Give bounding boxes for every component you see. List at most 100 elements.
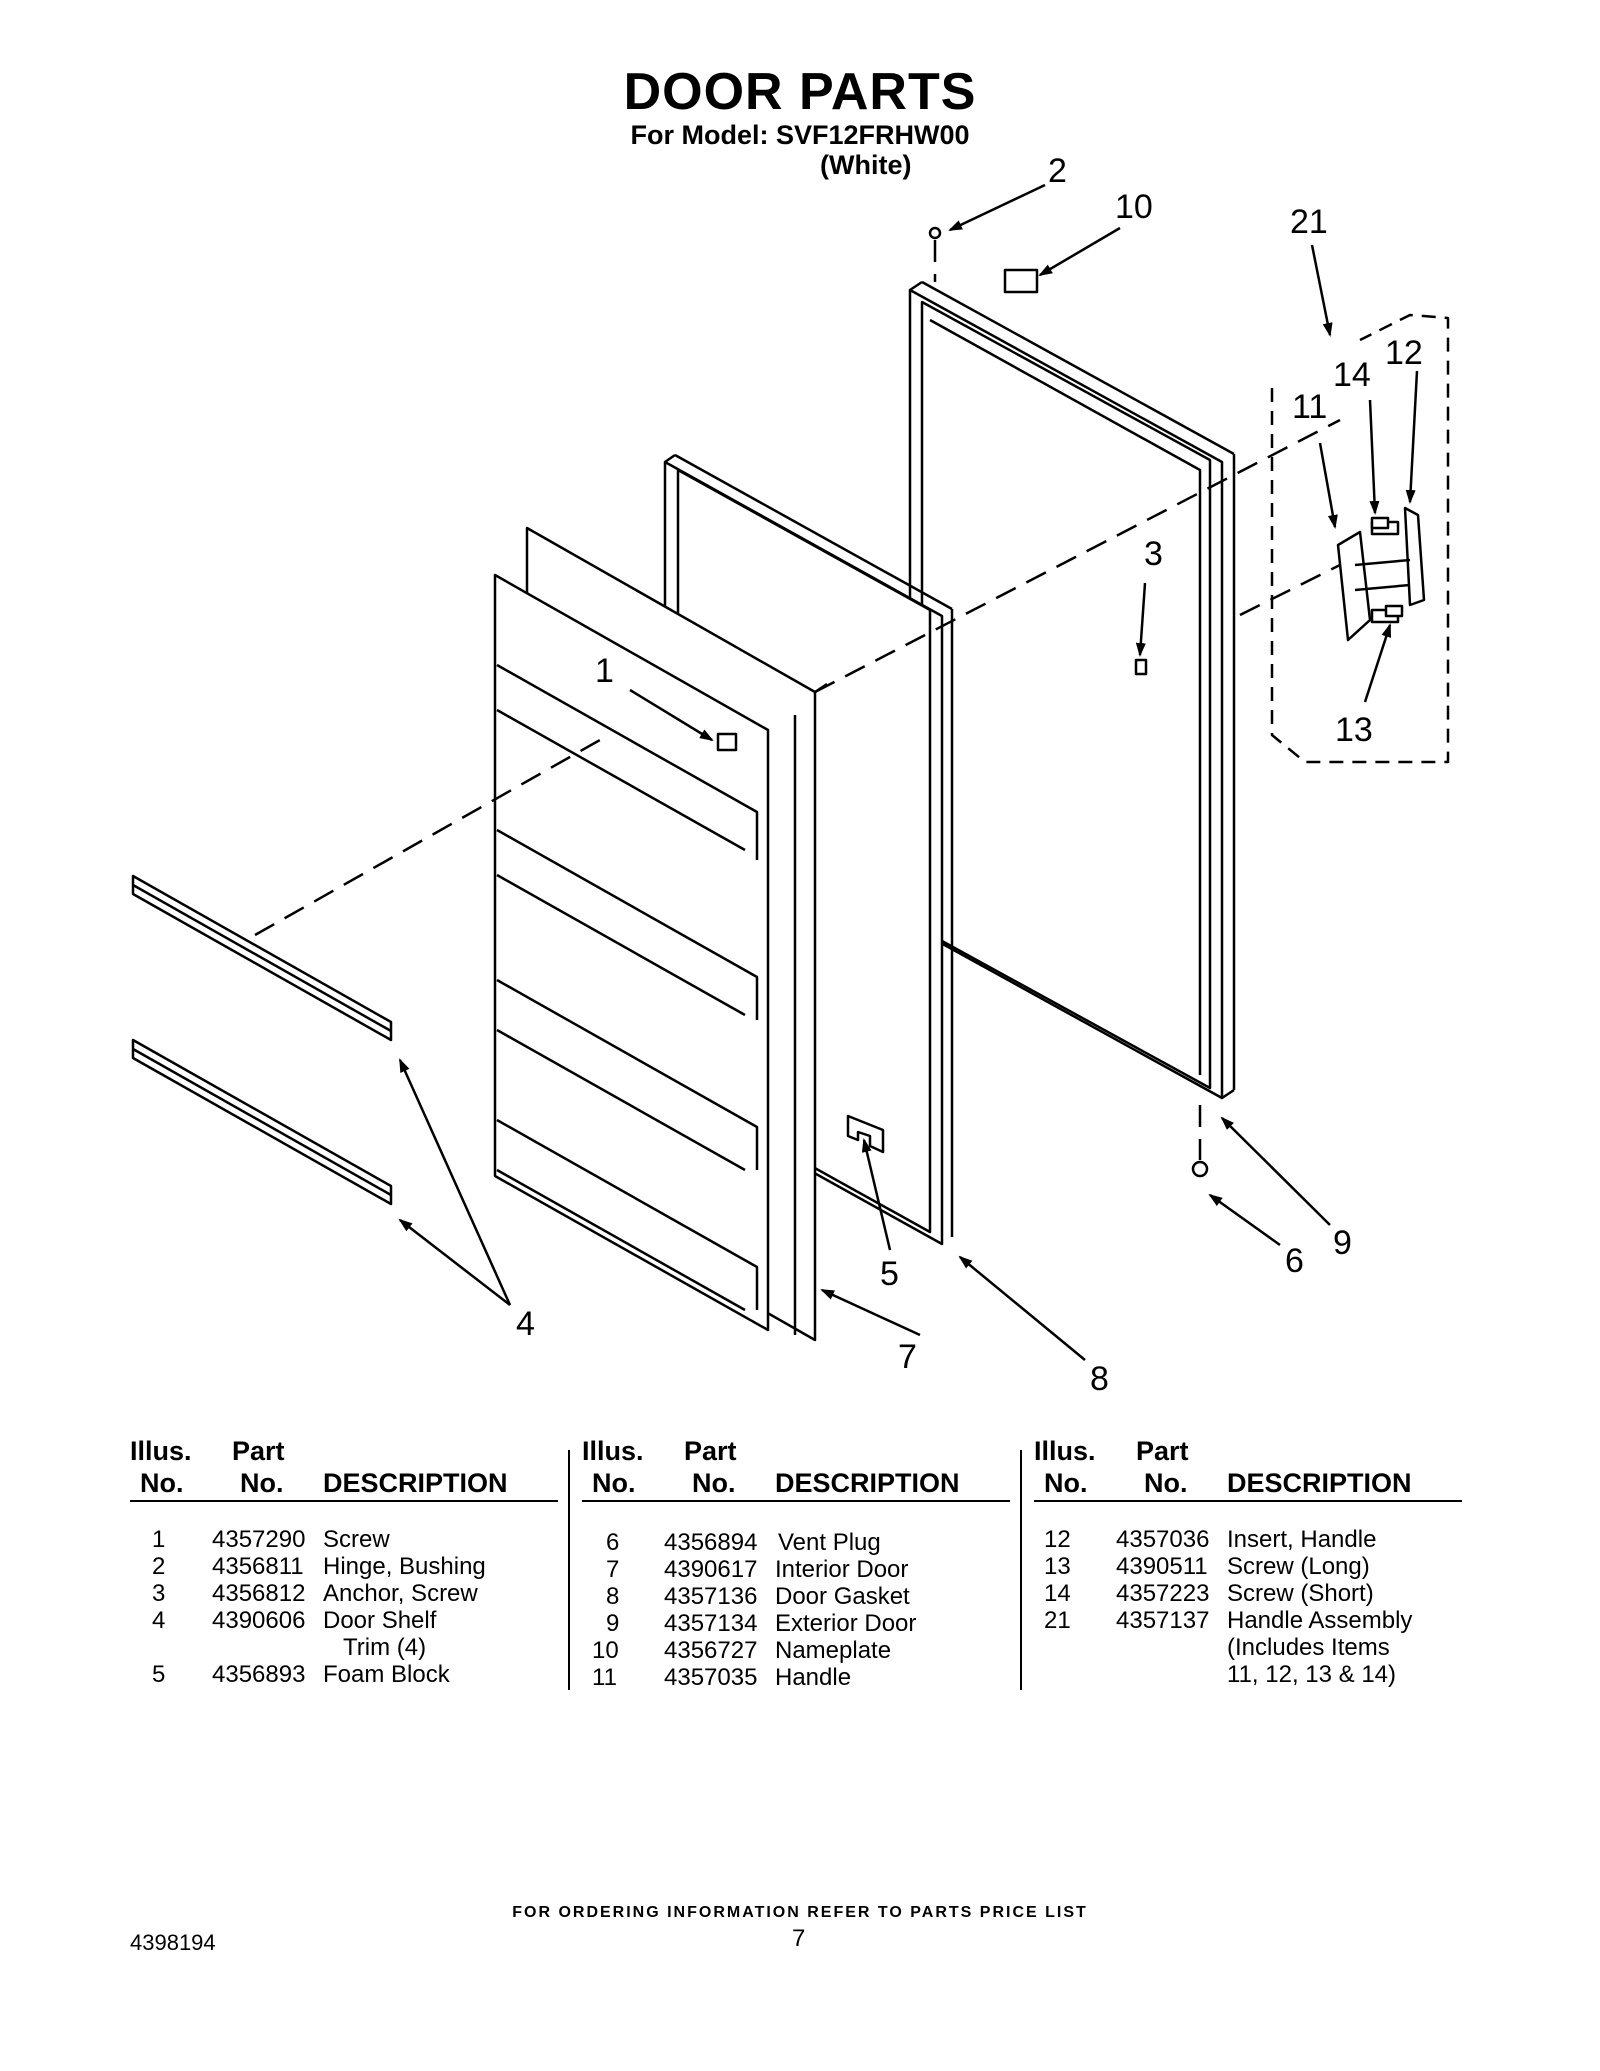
col3-part-head-bottom: No.: [1144, 1468, 1188, 1498]
part-description: Foam Block: [323, 1661, 450, 1688]
col2-illus-head-bottom: No.: [592, 1468, 636, 1498]
exterior-door-drawing: [908, 280, 1236, 1100]
illus-number: 1: [152, 1526, 166, 1553]
part-number: 4356893: [212, 1661, 306, 1688]
col2-header-rule: [582, 1500, 1010, 1502]
part-number: 4390606: [212, 1607, 306, 1634]
illus-number: 9: [606, 1610, 620, 1637]
part-description: Vent Plug: [778, 1529, 881, 1556]
column-divider: [568, 1450, 570, 1690]
part-number: 4356894: [664, 1529, 758, 1556]
handle-assembly-drawing: [1270, 313, 1450, 764]
shelf-trim-drawing: [131, 874, 393, 1206]
part-description: Handle Assembly: [1227, 1607, 1413, 1634]
part-number: 4357290: [212, 1526, 306, 1553]
part-description: Screw (Long): [1227, 1553, 1370, 1580]
part-description: Exterior Door: [775, 1610, 917, 1637]
screw-drawing: [716, 732, 738, 752]
part-description: (Includes Items: [1227, 1634, 1390, 1661]
part-number: 4356727: [664, 1637, 758, 1664]
callout-2: 2: [1048, 152, 1067, 190]
illus-number: 7: [606, 1556, 620, 1583]
part-number: 4390511: [1116, 1553, 1208, 1580]
part-description: Handle: [775, 1664, 852, 1691]
illus-number: 12: [1044, 1526, 1071, 1553]
col1-illus-head-bottom: No.: [140, 1468, 184, 1498]
part-number: 4357137: [1116, 1607, 1210, 1634]
illus-number: 3: [152, 1580, 166, 1607]
col2-illus-head-top: Illus.: [582, 1436, 644, 1466]
illus-number: 6: [606, 1529, 620, 1556]
part-description: Screw: [323, 1526, 390, 1553]
col1-part-head-bottom: No.: [240, 1468, 284, 1498]
part-description: Nameplate: [775, 1637, 892, 1664]
part-description: Screw (Short): [1227, 1580, 1374, 1607]
callout-6: 6: [1285, 1242, 1304, 1280]
hinge-bushing-drawing: [928, 226, 942, 240]
illus-number: 21: [1044, 1607, 1071, 1634]
col3-illus-head-bottom: No.: [1044, 1468, 1088, 1498]
part-description: Insert, Handle: [1227, 1526, 1377, 1553]
page-number: 7: [792, 1925, 806, 1952]
part-number: 4357134: [664, 1610, 758, 1637]
col1-part-head-top: Part: [232, 1436, 285, 1466]
part-description: Door Shelf: [323, 1607, 437, 1634]
model-line: For Model: SVF12FRHW00: [630, 120, 970, 150]
callout-5: 5: [880, 1255, 899, 1293]
illus-number: 10: [592, 1637, 619, 1664]
illus-number: 11: [592, 1664, 617, 1691]
callout-3: 3: [1144, 535, 1163, 573]
callout-14: 14: [1333, 356, 1371, 394]
ordering-note: FOR ORDERING INFORMATION REFER TO PARTS …: [512, 1904, 1088, 1921]
col2-part-head-bottom: No.: [692, 1468, 736, 1498]
part-number: 4356811: [212, 1553, 304, 1580]
illus-number: 14: [1044, 1580, 1071, 1607]
illus-number: 4: [152, 1607, 166, 1634]
callout-8: 8: [1090, 1360, 1109, 1398]
exploded-parts-diagram: [131, 183, 1450, 1361]
callout-21: 21: [1290, 203, 1328, 241]
illus-number: 13: [1044, 1553, 1071, 1580]
col3-illus-head-top: Illus.: [1034, 1436, 1096, 1466]
anchor-screw-drawing: [1134, 658, 1148, 676]
col2-description-head: DESCRIPTION: [775, 1468, 960, 1498]
part-description: Door Gasket: [775, 1583, 910, 1610]
interior-door-drawing: [493, 526, 828, 1342]
part-number: 4357223: [1116, 1580, 1210, 1607]
screw-short-drawing: [1370, 516, 1390, 530]
callout-13: 13: [1335, 711, 1373, 749]
foam-block-drawing: [846, 1114, 885, 1154]
part-number: 4357136: [664, 1583, 758, 1610]
callout-7: 7: [898, 1338, 917, 1376]
col2-part-head-top: Part: [684, 1436, 737, 1466]
col3-part-head-top: Part: [1136, 1436, 1189, 1466]
nameplate-drawing: [1003, 268, 1039, 294]
callout-9: 9: [1333, 1224, 1352, 1262]
callout-12: 12: [1385, 334, 1423, 372]
page-title: DOOR PARTS: [623, 63, 977, 121]
col1-description-head: DESCRIPTION: [323, 1468, 508, 1498]
illus-number: 8: [606, 1583, 620, 1610]
part-number: 4357035: [664, 1664, 758, 1691]
column-divider: [1020, 1450, 1022, 1690]
part-description: 11, 12, 13 & 14): [1227, 1661, 1397, 1688]
part-description: Anchor, Screw: [323, 1580, 478, 1607]
part-description: Hinge, Bushing: [323, 1553, 486, 1580]
part-number: 4356812: [212, 1580, 306, 1607]
part-description: Trim (4): [343, 1634, 427, 1661]
col3-description-head: DESCRIPTION: [1227, 1468, 1412, 1498]
part-number: 4390617: [664, 1556, 758, 1583]
callout-10: 10: [1115, 188, 1153, 226]
part-number: 4357036: [1116, 1526, 1210, 1553]
col1-illus-head-top: Illus.: [130, 1436, 192, 1466]
callout-4: 4: [516, 1305, 535, 1343]
part-description: Interior Door: [775, 1556, 909, 1583]
callout-1: 1: [595, 652, 614, 690]
col3-header-rule: [1034, 1500, 1462, 1502]
document-number: 4398194: [130, 1930, 216, 1955]
vent-plug-drawing: [1191, 1160, 1209, 1178]
screw-long-drawing: [1384, 604, 1404, 618]
callout-11: 11: [1292, 388, 1328, 426]
illus-number: 2: [152, 1553, 166, 1580]
color-line: (White): [820, 150, 912, 180]
